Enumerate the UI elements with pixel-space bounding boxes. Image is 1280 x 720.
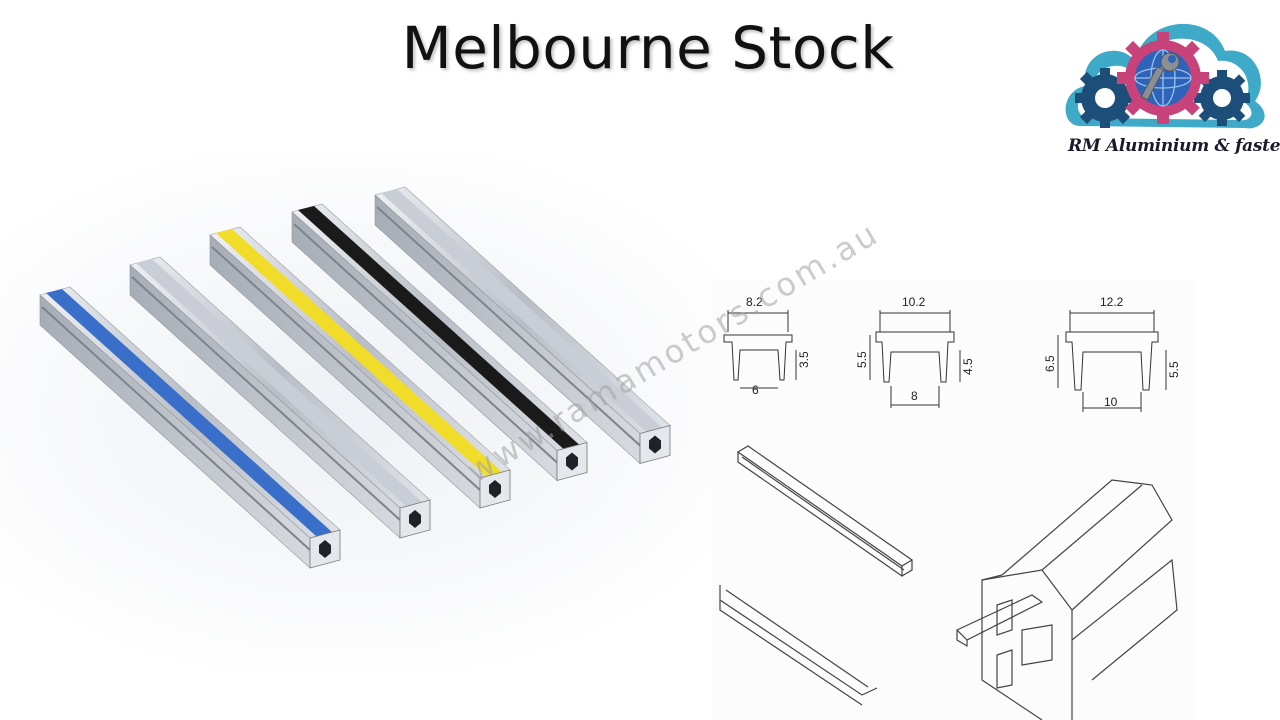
profile-strip <box>381 189 662 432</box>
iso-strip-bottom <box>719 585 878 706</box>
dim-medium-height-left: 5.5 <box>855 351 869 368</box>
cross-section-drawings: 8.2 6 3.5 10.2 8 5.5 4.5 12.2 10 6.5 5.5 <box>723 295 1181 412</box>
profile-bar <box>209 226 511 509</box>
dim-small-width: 8.2 <box>746 295 763 309</box>
dim-small-height: 3.5 <box>797 351 811 368</box>
dim-large-inner: 10 <box>1104 395 1118 409</box>
dim-medium-height-right: 4.5 <box>961 358 975 375</box>
profile-side-face <box>39 294 311 569</box>
dim-large-height-right: 5.5 <box>1167 361 1181 378</box>
profile-end-slot <box>409 510 421 528</box>
profile-strip <box>216 229 502 476</box>
profile-groove <box>211 246 481 491</box>
aluminium-profiles <box>39 186 671 569</box>
profile-strip <box>298 206 579 449</box>
profile-groove <box>293 223 558 464</box>
isometric-drawings <box>719 445 1178 720</box>
dim-large-width: 12.2 <box>1100 295 1124 309</box>
dim-large-height-left: 6.5 <box>1043 355 1057 372</box>
profile-bar <box>39 286 341 569</box>
logo-text: RM Aluminium & fasteners <box>1068 136 1280 156</box>
iso-strip-top <box>736 445 914 578</box>
dim-medium-width: 10.2 <box>902 295 926 309</box>
profile-end-slot <box>319 540 331 558</box>
profile-bar <box>291 203 588 482</box>
profile-end-slot <box>649 435 661 454</box>
profile-groove <box>131 276 401 521</box>
page-title: Melbourne Stock <box>401 14 895 82</box>
section-large <box>1057 310 1167 412</box>
profile-end-slot <box>489 480 501 498</box>
profile-groove <box>41 306 311 551</box>
profile-bar <box>129 256 431 539</box>
iso-extrusion-corner <box>955 479 1178 720</box>
dim-small-inner: 6 <box>752 383 759 397</box>
profile-strip <box>136 259 422 506</box>
profile-groove <box>376 206 641 447</box>
profile-end-slot <box>566 452 578 471</box>
profile-bar <box>374 186 671 465</box>
company-logo <box>1065 23 1265 129</box>
profile-strip <box>46 289 332 536</box>
section-medium <box>869 310 961 408</box>
dim-medium-inner: 8 <box>911 389 918 403</box>
section-small <box>723 310 797 389</box>
